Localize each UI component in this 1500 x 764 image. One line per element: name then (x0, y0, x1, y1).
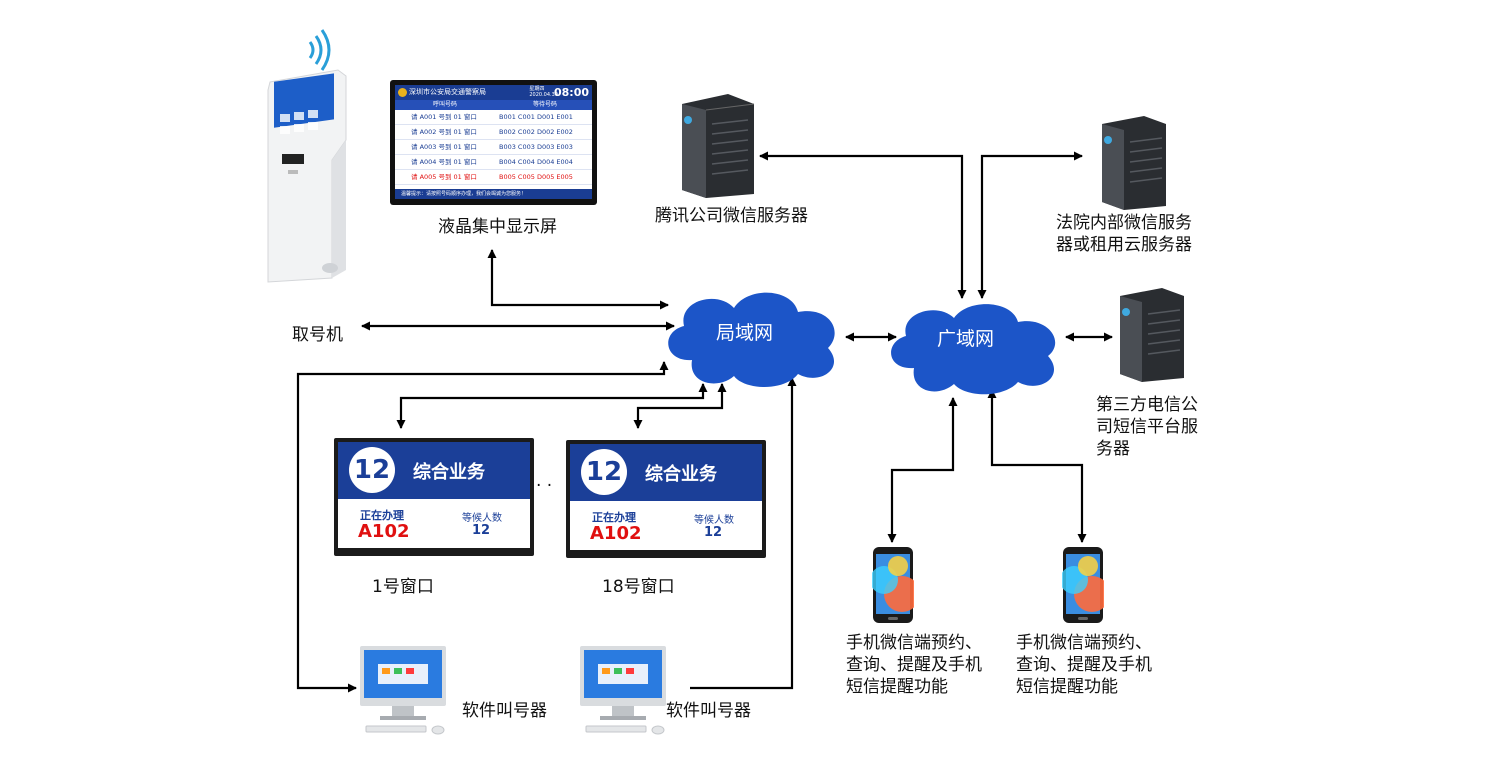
lan-cloud-icon (668, 292, 835, 387)
window-screen-18: 12 综合业务 正在办理 A102 等候人数 12 (566, 440, 766, 558)
lcd-rows: 请 A001 号到 01 窗口 B001 C001 D001 E001 请 A002… (395, 110, 592, 185)
lcd-column-headers: 呼叫号码 等待号码 (395, 100, 592, 110)
wan-cloud-icon (891, 304, 1056, 395)
arrow-wan-phone2 (987, 389, 1087, 543)
caller1-monitor-icon (360, 646, 446, 735)
arrow-caller2-lan (690, 377, 797, 690)
phone1-label: 手机微信端预约、查询、提醒及手机短信提醒功能 (846, 633, 982, 697)
tencent-server-label: 腾讯公司微信服务器 (655, 206, 808, 226)
phone2-icon (1062, 547, 1104, 623)
kiosk-label: 取号机 (292, 325, 343, 345)
lcd-time: 08:00 (553, 86, 589, 99)
caller2-label: 软件叫号器 (666, 701, 751, 721)
lcd-row: 请 A004 号到 01 窗口 B004 C004 D004 E004 (395, 155, 592, 170)
window-number: 12 (349, 447, 395, 493)
court-server-label: 法院内部微信服务器或租用云服务器 (1056, 213, 1192, 255)
lcd-row: 请 A005 号到 01 窗口 B005 C005 D005 E005 (395, 170, 592, 185)
lcd-row: 请 A001 号到 01 窗口 B001 C001 D001 E001 (395, 110, 592, 125)
window-title: 综合业务 (645, 464, 717, 485)
police-emblem-icon (398, 88, 407, 97)
kiosk-device (258, 20, 358, 290)
caller1-label: 软件叫号器 (462, 701, 547, 721)
lcd-footer: 温馨提示：请按照号码顺序办理，我们会竭诚为您服务！ (395, 189, 592, 199)
window1-label: 1号窗口 (372, 577, 434, 597)
sms-server-label: 第三方电信公司短信平台服务器 (1096, 395, 1198, 459)
arrow-wan-phone1 (887, 397, 958, 543)
phone1-icon (872, 547, 914, 623)
processing-number: A102 (590, 523, 642, 544)
wan-label: 广域网 (937, 328, 995, 350)
arrow-court-wan (977, 151, 1083, 299)
window18-label: 18号窗口 (602, 577, 675, 597)
window-title: 综合业务 (413, 462, 485, 483)
arrow-caller1-lan (296, 361, 669, 693)
lcd-wait-text: B003 C003 D003 E003 (499, 143, 573, 151)
lcd-call-text: 请 A005 号到 01 窗口 (411, 173, 477, 181)
sms-server-icon (1120, 288, 1184, 382)
lcd-row: 请 A002 号到 01 窗口 B002 C002 D002 E002 (395, 125, 592, 140)
kiosk-icon (267, 29, 347, 283)
window-number: 12 (581, 449, 627, 495)
caller2-monitor-icon (580, 646, 666, 735)
lcd-wait-text: B002 C002 D002 E002 (499, 128, 573, 136)
ellipsis: . . (536, 471, 553, 491)
lcd-call-text: 请 A002 号到 01 窗口 (411, 128, 477, 136)
lcd-call-text: 请 A004 号到 01 窗口 (411, 158, 477, 166)
waiting-count: 12 (472, 523, 491, 538)
lcd-wait-text: B001 C001 D001 E001 (499, 113, 573, 121)
lan-label: 局域网 (716, 322, 774, 344)
lcd-wait-text: B004 C004 D004 E004 (499, 158, 573, 166)
arrow-tencent-wan (759, 151, 967, 299)
lcd-call-text: 请 A001 号到 01 窗口 (411, 113, 477, 121)
phone2-label: 手机微信端预约、查询、提醒及手机短信提醒功能 (1016, 633, 1152, 697)
lcd-label: 液晶集中显示屏 (438, 217, 557, 237)
lcd-wait-text: B005 C005 D005 E005 (499, 173, 573, 181)
court-server-icon (1102, 116, 1166, 210)
arrow-lcd-lan (487, 249, 669, 310)
processing-number: A102 (358, 521, 410, 542)
lcd-row: 请 A003 号到 01 窗口 B003 C003 D003 E003 (395, 140, 592, 155)
lcd-call-text: 请 A003 号到 01 窗口 (411, 143, 477, 151)
window-screen-1: 12 综合业务 正在办理 A102 等候人数 12 (334, 438, 534, 556)
waiting-count: 12 (704, 525, 723, 540)
tencent-server-icon (682, 94, 755, 198)
